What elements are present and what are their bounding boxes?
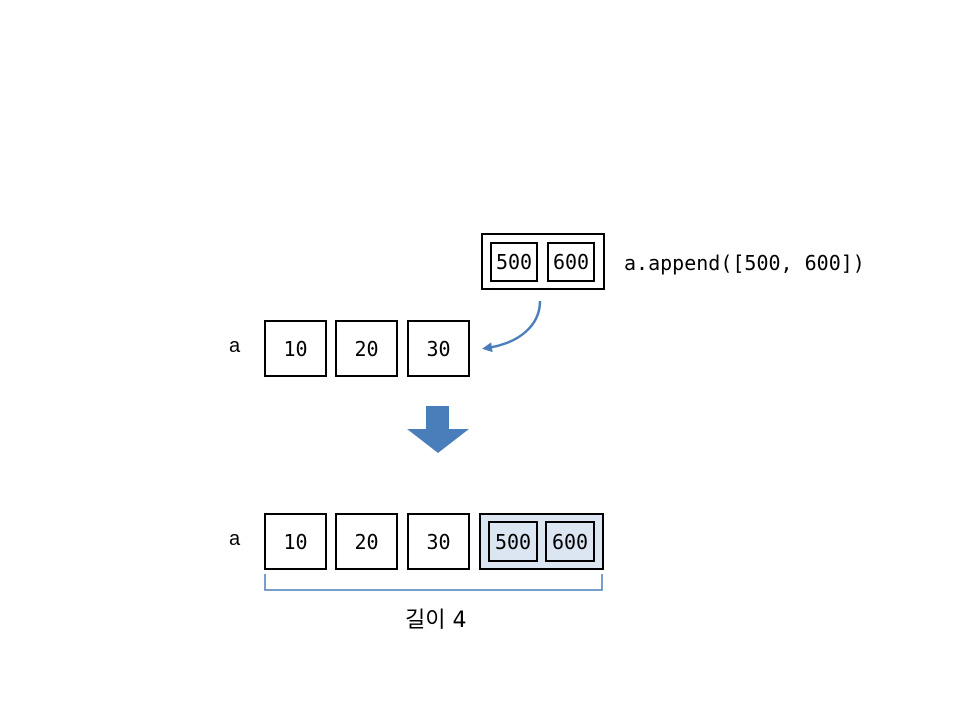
append-code-label: a.append([500, 600])	[624, 251, 865, 275]
append-curve-arrow	[482, 300, 542, 353]
length-brace	[264, 574, 603, 591]
new-list-item-1: 500	[490, 242, 538, 282]
new-list-box: 500 600	[481, 233, 605, 290]
before-var-label: a	[229, 335, 241, 357]
after-item-1: 10	[264, 513, 327, 570]
after-nested-item-1: 500	[488, 521, 538, 562]
before-item-3: 30	[407, 320, 470, 377]
before-item-2: 20	[335, 320, 398, 377]
after-var-label: a	[229, 528, 241, 550]
transition-down-arrow	[407, 406, 469, 453]
after-nested-item-2: 600	[545, 521, 595, 562]
after-item-3: 30	[407, 513, 470, 570]
after-item-2: 20	[335, 513, 398, 570]
new-list-item-2: 600	[547, 242, 595, 282]
before-item-1: 10	[264, 320, 327, 377]
length-caption: 길이 4	[405, 608, 467, 633]
after-nested-list: 500 600	[479, 513, 604, 570]
